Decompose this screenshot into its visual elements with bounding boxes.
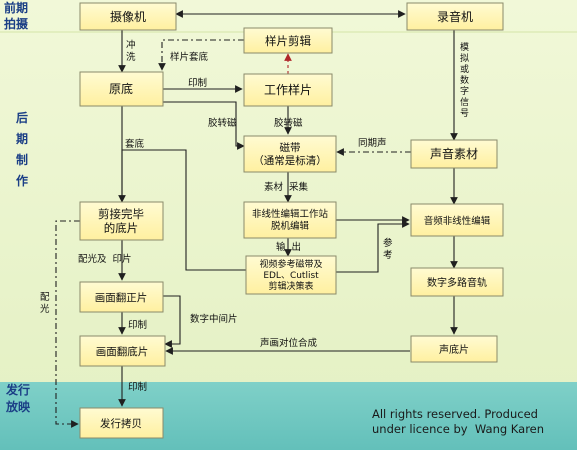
label-sync-sound: 同期声 bbox=[358, 137, 387, 149]
node-multitrack-label: 数字多路音轨 bbox=[427, 276, 487, 289]
node-sample-edit: 样片剪辑 bbox=[243, 27, 333, 54]
label-sound-sync: 声画对位合成 bbox=[260, 337, 318, 349]
edge-cutneg-release bbox=[55, 220, 80, 428]
label-grade: 配光 bbox=[40, 292, 50, 315]
label-digital-intermediate: 数字中间片 bbox=[190, 313, 238, 325]
label-analog-digital: 模拟或数字信号 bbox=[460, 42, 469, 119]
node-work-print: 工作样片 bbox=[243, 73, 333, 107]
node-release-print-label: 发行拷贝 bbox=[100, 417, 142, 430]
node-camera-label: 摄像机 bbox=[110, 9, 146, 24]
nodes: 摄像机 录音机 样片剪辑 原底 工作样片 磁带（通常是标清） 声音素材 剪接完 bbox=[79, 2, 504, 439]
node-internegative-label: 画面翻底片 bbox=[96, 345, 149, 358]
node-cut-negative: 剪接完毕的底片 bbox=[79, 201, 164, 241]
stage-label-post: 后期制作 bbox=[16, 110, 28, 188]
node-multitrack: 数字多路音轨 bbox=[410, 267, 504, 297]
node-recorder: 录音机 bbox=[406, 2, 504, 31]
node-cut-negative-label: 剪接完毕的底片 bbox=[98, 207, 144, 235]
label-grade-print: 配光及 印片 bbox=[78, 253, 132, 265]
label-print1: 印制 bbox=[188, 77, 207, 89]
node-tape-label: 磁带（通常是标清） bbox=[253, 141, 327, 167]
edge-sampleedit-negative bbox=[158, 39, 244, 71]
node-work-print-label: 工作样片 bbox=[264, 82, 312, 97]
edge-negative-tape bbox=[163, 101, 245, 150]
edge-reftape-audionle bbox=[336, 220, 410, 273]
node-audio-nle-label: 音频非线性编辑 bbox=[424, 215, 491, 227]
copyright-line1: All rights reserved. Produced bbox=[372, 407, 538, 421]
edge-reftape-cutneg bbox=[121, 149, 246, 271]
label-reference: 参考 bbox=[383, 237, 393, 261]
label-conform: 套底 bbox=[125, 138, 145, 150]
label-output: 输 出 bbox=[276, 241, 301, 253]
node-sound-negative: 声底片 bbox=[410, 335, 498, 363]
node-nle-station-label: 非线性编辑工作站脱机编辑 bbox=[252, 208, 329, 232]
edge-labels: 冲洗 样片套底 印制 胶转磁 胶转磁 模拟或数字信号 同期声 套底 素材 采集 … bbox=[40, 39, 469, 393]
node-sample-edit-label: 样片剪辑 bbox=[265, 34, 311, 48]
node-interpositive: 画面翻正片 bbox=[79, 281, 164, 313]
label-telecine1: 胶转磁 bbox=[208, 117, 237, 129]
node-sound-material: 声音素材 bbox=[410, 139, 498, 169]
label-print3: 印制 bbox=[128, 381, 147, 393]
stage-label-pre: 前期拍摄 bbox=[4, 0, 29, 31]
node-interpositive-label: 画面翻正片 bbox=[95, 291, 148, 304]
node-negative-label: 原底 bbox=[109, 81, 133, 96]
node-sound-negative-label: 声底片 bbox=[439, 343, 469, 356]
copyright-line2: under licence by Wang Karen bbox=[372, 422, 544, 436]
node-internegative: 画面翻底片 bbox=[79, 335, 166, 367]
node-recorder-label: 录音机 bbox=[437, 9, 473, 24]
edges bbox=[55, 10, 458, 428]
label-material-capture: 素材 采集 bbox=[264, 181, 309, 193]
node-negative: 原底 bbox=[79, 71, 164, 107]
node-tape: 磁带（通常是标清） bbox=[243, 135, 337, 173]
edge-digital-intermediate bbox=[163, 295, 181, 348]
node-nle-station: 非线性编辑工作站脱机编辑 bbox=[243, 201, 337, 239]
node-release-print: 发行拷贝 bbox=[79, 407, 164, 439]
stage-label-release: 发行放映 bbox=[5, 382, 31, 414]
node-audio-nle: 音频非线性编辑 bbox=[410, 203, 504, 237]
label-telecine2: 胶转磁 bbox=[274, 117, 303, 129]
node-camera: 摄像机 bbox=[79, 2, 177, 31]
label-print2: 印制 bbox=[128, 319, 147, 331]
label-develop: 冲洗 bbox=[126, 39, 136, 63]
label-sample-neg: 样片套底 bbox=[170, 51, 209, 63]
node-sound-material-label: 声音素材 bbox=[430, 146, 478, 161]
